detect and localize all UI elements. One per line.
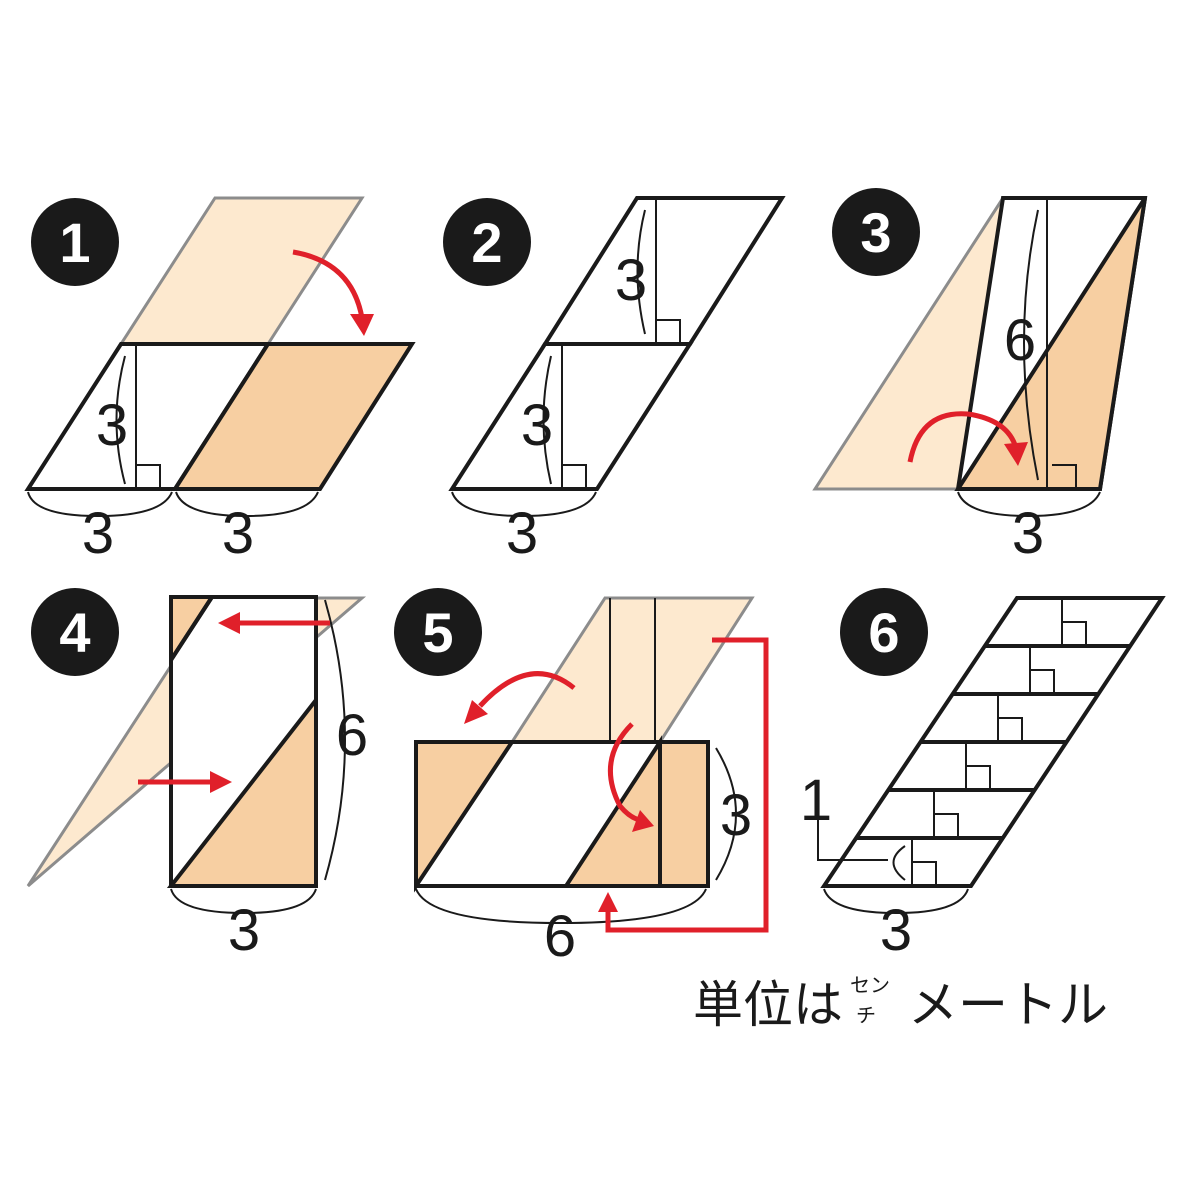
step-3-base-brace <box>957 491 1101 518</box>
step-4-base-label: 3 <box>228 898 260 963</box>
step-6-base-label: 3 <box>880 898 912 963</box>
step-5-height-label: 3 <box>720 783 752 848</box>
step-1-base-right-brace <box>175 491 319 518</box>
step-5-base-label: 6 <box>544 904 576 969</box>
step-1-badge-number: 1 <box>59 211 90 274</box>
step-6-strip-height-label: 1 <box>800 768 832 833</box>
step-5-base-brace <box>415 888 707 925</box>
step-5-fold-arrow-left <box>478 671 576 708</box>
step-3-height-brace <box>1023 209 1039 481</box>
step-2-bottom-height-brace <box>542 355 552 485</box>
unit-note-main-before: 単位は <box>693 976 843 1034</box>
step-3-badge-number: 3 <box>860 201 891 264</box>
step-5-ghost-strip <box>509 596 755 744</box>
step-5: 5 3 6 <box>394 588 769 969</box>
step-2-bottom-height-label: 3 <box>521 393 553 458</box>
step-6-strip-height-brace <box>892 845 906 881</box>
unit-note: 単位は セン チ メートル <box>693 973 1108 1034</box>
step-3-fold-arrow <box>907 411 1019 463</box>
step-5-badge <box>394 588 482 676</box>
step-4-arrow-right-head <box>210 771 232 793</box>
step-6-strip-leader <box>817 818 888 861</box>
step-6-right-angle-2 <box>1030 669 1055 694</box>
step-6: 6 1 3 <box>800 588 1166 963</box>
step-5-return-arrowhead <box>598 892 618 912</box>
step-6-badge <box>840 588 928 676</box>
step-6-right-angle-1 <box>1062 621 1087 646</box>
step-1-ghost-parallelogram <box>118 196 365 346</box>
step-4: 4 6 3 <box>26 588 368 963</box>
step-5-badge-number: 5 <box>422 601 453 664</box>
step-6-badge-number: 6 <box>868 601 899 664</box>
step-1-base-left-label: 3 <box>82 501 114 566</box>
step-4-top-diagonal <box>169 595 214 662</box>
step-6-right-angle-4 <box>966 765 991 790</box>
step-6-right-angle-6 <box>912 861 937 886</box>
step-4-badge-number: 4 <box>59 601 90 664</box>
step-2-top-height-brace <box>636 209 646 335</box>
step-2-base-brace <box>451 491 597 518</box>
step-1-right-angle-mark <box>136 464 161 489</box>
step-3-base-label: 3 <box>1012 501 1044 566</box>
step-6-right-angle-3 <box>998 717 1023 742</box>
step-5-fold-arrow-down <box>607 722 641 823</box>
step-4-bottom-tan-triangle <box>166 694 318 888</box>
step-3-height-label: 6 <box>1004 308 1036 373</box>
step-1-height-label: 3 <box>96 393 128 458</box>
step-4-badge <box>31 588 119 676</box>
step-1-badge <box>31 198 119 286</box>
step-5-left-tan-triangle <box>414 740 516 893</box>
step-6-right-angle-5 <box>934 813 959 838</box>
step-1-fold-arrowhead <box>350 314 374 336</box>
unit-note-main-after: メートル <box>908 976 1108 1034</box>
step-2-badge <box>443 198 531 286</box>
unit-note-ruby-top: セン <box>850 973 890 997</box>
step-4-height-label: 6 <box>336 703 368 768</box>
step-2-top-right-angle <box>656 319 681 344</box>
step-5-right-tan-strip <box>658 740 710 888</box>
step-1-height-brace <box>115 355 126 485</box>
step-3-badge <box>832 188 920 276</box>
step-4-base-brace <box>170 888 317 915</box>
step-2-top-height-label: 3 <box>615 248 647 313</box>
step-5-return-arrow <box>605 637 769 933</box>
unit-note-ruby-bottom: チ <box>856 1003 876 1027</box>
step-3: 3 6 3 <box>812 188 1148 566</box>
step-2-base-label: 3 <box>506 501 538 566</box>
step-1-fold-arrow <box>292 249 365 319</box>
step-1-base-right-label: 3 <box>222 501 254 566</box>
step-3-folded-triangle <box>954 196 1147 491</box>
step-5-fold-arrow-left-head <box>464 700 488 724</box>
step-3-fold-arrowhead <box>1004 442 1028 466</box>
step-5-height-brace <box>715 747 737 881</box>
step-1-base-left-brace <box>27 491 173 518</box>
step-6-base-brace <box>823 888 969 915</box>
step-1: 1 3 3 3 <box>24 196 416 566</box>
step-2-top-parallelogram <box>541 196 786 346</box>
step-2: 2 3 3 3 <box>443 196 786 566</box>
step-4-arrow-left-head <box>218 612 240 634</box>
step-3-right-angle <box>1052 464 1077 489</box>
step-2-bottom-right-angle <box>562 464 587 489</box>
step-4-height-brace <box>324 599 346 881</box>
step-2-bottom-parallelogram <box>448 342 694 491</box>
step-5-fold-arrow-down-head <box>632 810 654 832</box>
step-1-right-parallelogram <box>171 342 416 491</box>
step-2-badge-number: 2 <box>471 211 502 274</box>
